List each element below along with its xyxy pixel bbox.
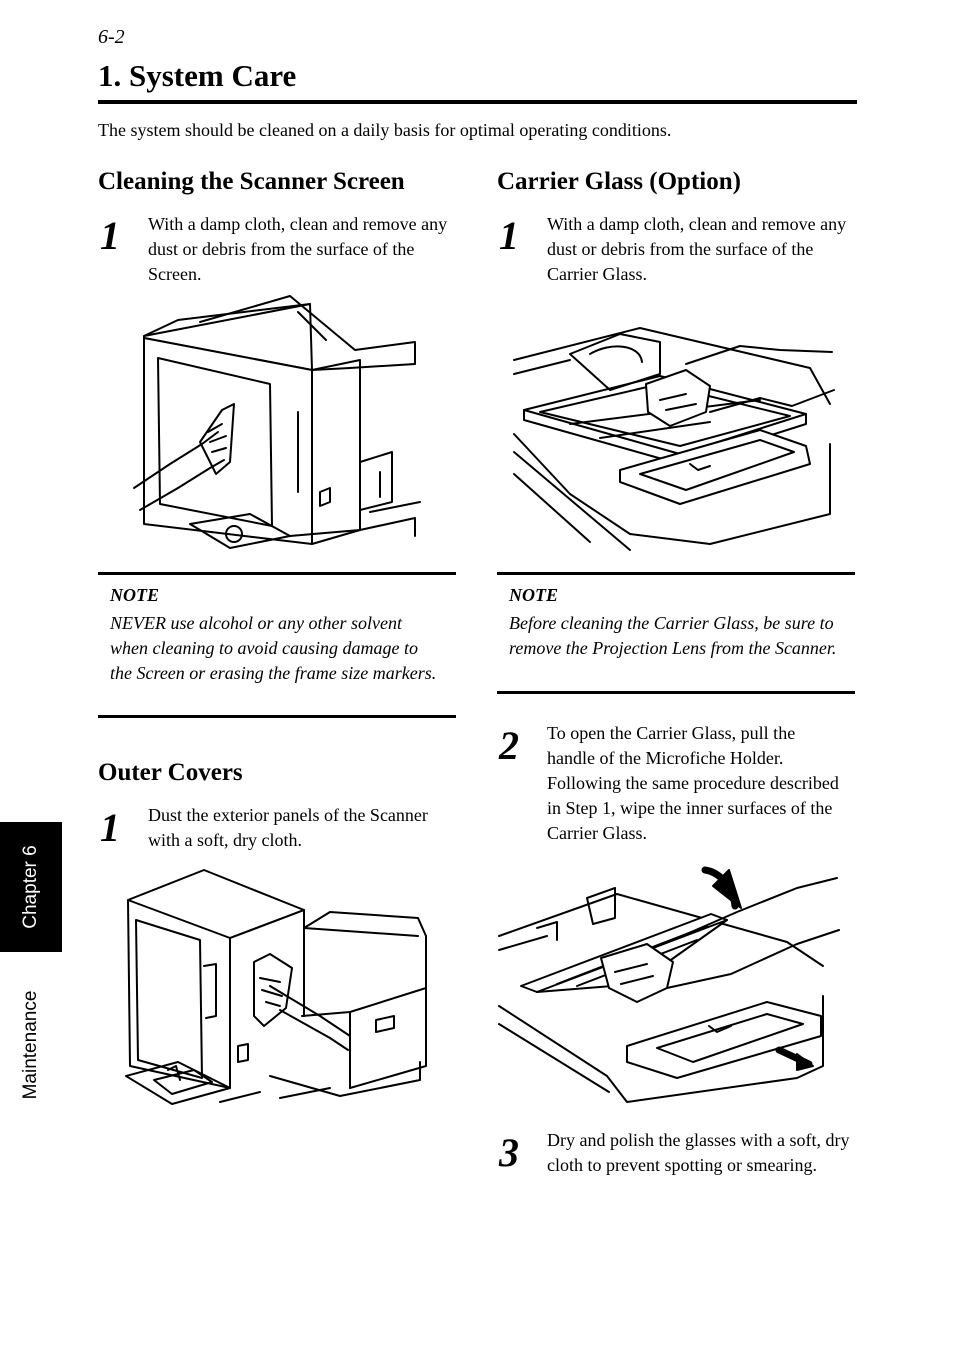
glass-note-label: NOTE: [509, 585, 558, 605]
glass-note-text: Before cleaning the Carrier Glass, be su…: [509, 613, 837, 658]
covers-section-heading: Outer Covers: [98, 759, 243, 786]
glass-section-heading: Carrier Glass (Option): [497, 168, 741, 195]
glass-step-2-number: 2: [499, 723, 519, 768]
intro-text: The system should be cleaned on a daily …: [98, 120, 672, 140]
covers-step-1-text: Dust the exterior panels of the Scanner …: [148, 805, 428, 850]
glass-step-1-number: 1: [499, 213, 519, 258]
glass-step-1-text: With a damp cloth, clean and remove any …: [547, 214, 847, 284]
covers-step-1-number: 1: [100, 805, 120, 850]
screen-cleaning-illustration: [130, 292, 425, 554]
glass-step-3-text: Dry and polish the glasses with a soft, …: [547, 1130, 850, 1175]
screen-note-box: NOTE NEVER use alcohol or any other solv…: [98, 572, 456, 718]
title-rule: [98, 100, 857, 104]
outer-covers-illustration: [120, 866, 435, 1111]
glass-step-2-text: To open the Carrier Glass, pull the hand…: [547, 723, 839, 843]
page-title: 1. System Care: [98, 58, 297, 93]
screen-section-heading: Cleaning the Scanner Screen: [98, 168, 405, 195]
glass-note-box: NOTE Before cleaning the Carrier Glass, …: [497, 572, 855, 694]
screen-note-text: NEVER use alcohol or any other solvent w…: [110, 613, 437, 683]
chapter-tab-label: Chapter 6: [20, 845, 41, 929]
open-carrier-glass-illustration: [497, 866, 842, 1106]
glass-step-3-number: 3: [499, 1130, 519, 1175]
carrier-glass-illustration: [510, 314, 840, 552]
screen-step-1-number: 1: [100, 213, 120, 258]
screen-step-1-text: With a damp cloth, clean and remove any …: [148, 214, 448, 284]
chapter-tab: [0, 822, 62, 952]
section-tab-label: Maintenance: [20, 990, 41, 1100]
page-number: 6-2: [98, 26, 125, 48]
screen-note-label: NOTE: [110, 585, 159, 605]
